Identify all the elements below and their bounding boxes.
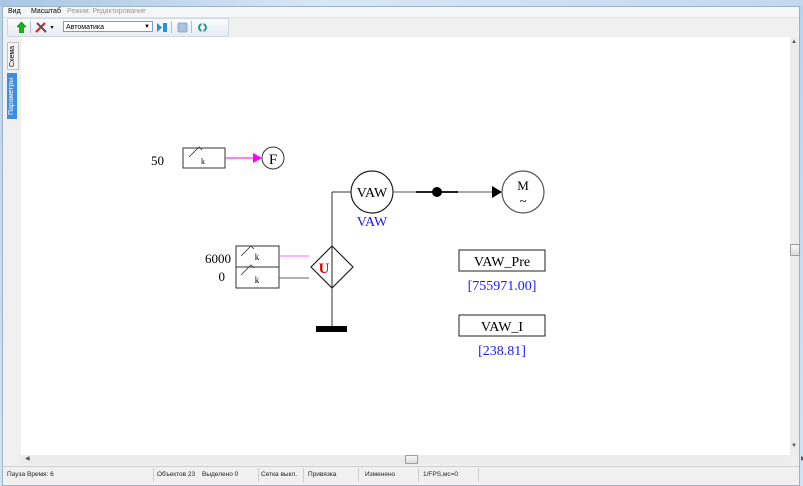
arrow-head-icon [253, 153, 262, 163]
status-selected: Выделено 0 [202, 471, 239, 478]
tools-dropdown-arrow[interactable]: ▾ [50, 24, 54, 31]
status-separator [358, 468, 359, 482]
const-f-value: 50 [151, 153, 164, 168]
status-fps: 1/FPS,мс=0 [423, 471, 458, 478]
status-separator [303, 468, 304, 482]
toolbar-separator [30, 21, 31, 33]
mode-label: Режим: Редактирование [67, 8, 146, 15]
status-state: Пауза [7, 471, 26, 478]
main-window: Вид Масштаб Режим: Редактирование ▾ Авто… [2, 6, 803, 486]
chevron-down-icon: ▼ [144, 24, 150, 30]
toolbar: ▾ Автоматика ▼ [7, 18, 229, 37]
toolbar-separator [191, 21, 192, 33]
motor-block[interactable]: M ~ [501, 170, 545, 214]
menu-scale[interactable]: Масштаб [31, 8, 61, 15]
switch-icon [240, 245, 255, 257]
scroll-up-icon[interactable]: ▲ [791, 39, 797, 45]
toolbar-separator [171, 21, 172, 33]
const-u2-label: k [255, 275, 260, 285]
probe-vaw-pre[interactable]: VAW_Pre [458, 249, 546, 272]
motor-label: M [517, 178, 529, 193]
side-tabs: Схема Параметры [7, 37, 19, 457]
meter-name: VAW [357, 215, 388, 230]
menu-bar: Вид Масштаб Режим: Редактирование [3, 7, 799, 18]
probe-name: VAW_I [481, 320, 524, 335]
vaw-meter[interactable]: VAW [350, 170, 394, 214]
ground-icon [316, 326, 347, 332]
vertical-scrollbar[interactable]: ▲ ▼ [790, 37, 800, 455]
horizontal-scroll-thumb[interactable] [405, 455, 418, 464]
controlled-voltage-source[interactable]: U [310, 245, 354, 289]
probe-name: VAW_Pre [474, 255, 530, 270]
status-separator [478, 468, 479, 482]
scroll-right-icon[interactable]: ▶ [801, 455, 803, 462]
meter-label: VAW [357, 186, 388, 201]
const-u2-value: 0 [219, 269, 226, 284]
status-bar: Пауза Время: 6 Объектов 23 Выделено 0 Се… [3, 466, 799, 485]
step-button[interactable] [156, 21, 168, 33]
status-separator [418, 468, 419, 482]
const-u1-label: k [255, 252, 260, 262]
up-arrow-icon [16, 21, 26, 33]
f-block[interactable]: F [261, 146, 285, 170]
status-time: Время: 6 [27, 471, 54, 478]
status-separator [153, 468, 154, 482]
scroll-left-icon[interactable]: ◀ [25, 456, 30, 462]
tools-button[interactable] [35, 21, 47, 33]
status-changed: Изменено [365, 471, 396, 478]
probe-value: [238.81] [478, 344, 526, 359]
title-bar [0, 0, 803, 6]
mode-select-value: Автоматика [66, 24, 105, 31]
vertical-scroll-thumb[interactable] [790, 244, 800, 256]
status-objects: Объектов 23 [157, 471, 196, 478]
mode-select[interactable]: Автоматика ▼ [63, 21, 153, 32]
horizontal-scrollbar[interactable]: ◀ ▶ [21, 455, 803, 464]
tab-parameters[interactable]: Параметры [7, 73, 17, 119]
motor-sub: ~ [519, 193, 526, 208]
const-u-block[interactable]: k k [235, 245, 280, 289]
probe-vaw-i[interactable]: VAW_I [458, 314, 546, 337]
switch-icon [188, 146, 203, 158]
const-u1-value: 6000 [205, 251, 231, 266]
window-button[interactable] [176, 21, 188, 33]
const-f-label: k [201, 157, 205, 166]
status-grid[interactable]: Сетка выкл. [261, 471, 298, 478]
status-separator [258, 468, 259, 482]
f-block-label: F [269, 152, 277, 168]
schema-diagram: 50 k F 6000 0 [151, 146, 546, 359]
probe-value: [755971.00] [468, 279, 537, 294]
source-label: U [319, 261, 330, 277]
status-snap[interactable]: Привязка [308, 471, 337, 478]
schema-canvas[interactable]: 50 k F 6000 0 [21, 37, 791, 455]
const-f-block[interactable]: k [182, 146, 226, 169]
scroll-down-icon[interactable]: ▼ [791, 443, 797, 449]
tools-icon [35, 22, 47, 33]
switch-icon [240, 264, 255, 276]
refresh-button[interactable] [196, 21, 208, 33]
node-dot-icon [432, 187, 442, 197]
refresh-icon [197, 21, 207, 33]
step-icon [156, 22, 167, 32]
menu-view[interactable]: Вид [8, 8, 21, 15]
up-arrow-button[interactable] [16, 21, 26, 33]
tab-schema[interactable]: Схема [7, 42, 19, 70]
arrow-head-icon [492, 186, 502, 198]
window-icon [177, 22, 187, 32]
